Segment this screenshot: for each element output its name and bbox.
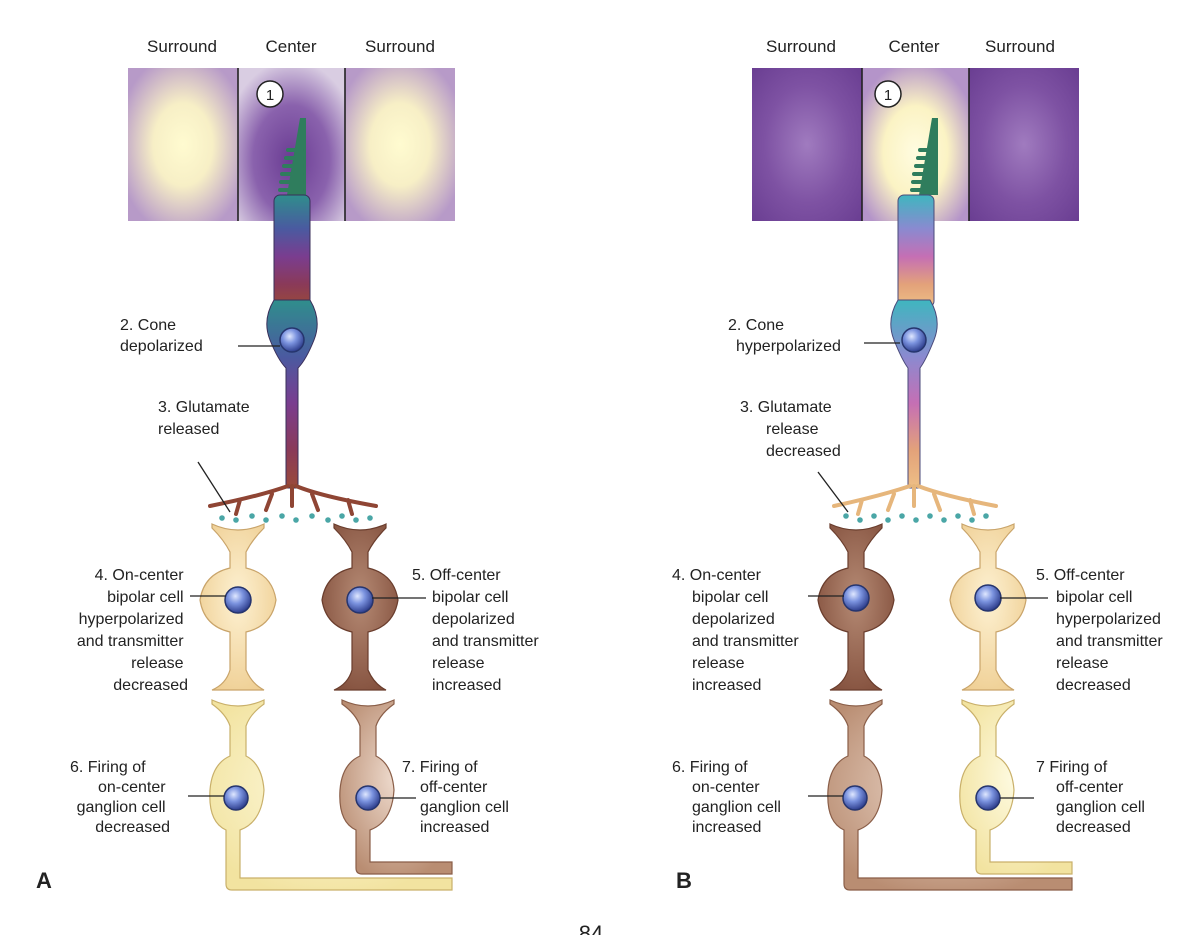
- off-ganglion-label: 7 Firing of off-center ganglion cell dec…: [1036, 759, 1149, 836]
- on-bipolar-label: 4. On-center bipolar cell hyperpolarized…: [77, 567, 188, 694]
- header-surround-right: Surround: [365, 37, 435, 56]
- surround-left-region: [128, 68, 238, 221]
- on-center-bipolar-cell: [199, 523, 277, 691]
- cone-nucleus: [279, 327, 305, 353]
- header-center: Center: [265, 37, 316, 56]
- header-surround-left: Surround: [147, 37, 217, 56]
- glutamate-vesicles: [219, 513, 373, 523]
- cone-outer-segment: [910, 118, 938, 195]
- glutamate-vesicles: [843, 513, 989, 523]
- on-ganglion-label: 6. Firing of on-center ganglion cell dec…: [70, 759, 170, 836]
- cone-photoreceptor: [832, 194, 998, 516]
- off-bipolar-nucleus: [346, 586, 374, 614]
- svg-text:1: 1: [884, 87, 892, 104]
- on-center-ganglion-cell: [209, 699, 453, 891]
- glutamate-label: 3. Glutamate released: [158, 399, 254, 438]
- off-ganglion-label: 7. Firing of off-center ganglion cell in…: [402, 759, 513, 836]
- off-center-ganglion-cell: [339, 699, 453, 875]
- cone-nucleus: [901, 327, 927, 353]
- panel-b: Surround Center Surround 1: [672, 37, 1167, 893]
- on-center-bipolar-cell: [817, 523, 895, 691]
- page-number: 84: [579, 921, 603, 935]
- svg-text:1: 1: [266, 87, 274, 104]
- on-bipolar-nucleus: [224, 586, 252, 614]
- panel-letter-b: B: [676, 868, 692, 893]
- off-center-ganglion-cell: [959, 699, 1073, 875]
- panel-letter-a: A: [36, 868, 52, 893]
- step-1-marker: 1: [874, 80, 902, 108]
- cone-photoreceptor: [208, 194, 378, 516]
- surround-left-region: [752, 68, 862, 221]
- on-ganglion-nucleus: [223, 785, 249, 811]
- glutamate-label-leader: [197, 461, 231, 513]
- header-center: Center: [888, 37, 939, 56]
- cone-label: 2. Cone depolarized: [120, 317, 203, 355]
- cone-outer-segment: [278, 118, 306, 195]
- on-center-ganglion-cell: [827, 699, 1073, 891]
- stimulus-field: [128, 68, 455, 221]
- off-center-bipolar-cell: [321, 523, 399, 691]
- header-surround-left: Surround: [766, 37, 836, 56]
- off-ganglion-nucleus: [975, 785, 1001, 811]
- off-bipolar-nucleus: [974, 584, 1002, 612]
- glutamate-label: 3. Glutamate release decreased: [740, 399, 841, 460]
- surround-right-region: [969, 68, 1079, 221]
- panel-a: Surround Center Surround 1: [36, 37, 543, 893]
- on-ganglion-label: 6. Firing of on-center ganglion cell inc…: [672, 759, 785, 836]
- off-ganglion-nucleus: [355, 785, 381, 811]
- off-center-bipolar-cell: [949, 523, 1027, 691]
- off-bipolar-label: 5. Off-center bipolar cell hyperpolarize…: [1036, 567, 1167, 694]
- header-surround-right: Surround: [985, 37, 1055, 56]
- surround-right-region: [345, 68, 455, 221]
- on-bipolar-label: 4. On-center bipolar cell depolarized an…: [672, 567, 803, 694]
- on-bipolar-nucleus: [842, 584, 870, 612]
- step-1-marker: 1: [256, 80, 284, 108]
- on-ganglion-nucleus: [842, 785, 868, 811]
- cone-label: 2. Cone hyperpolarized: [728, 317, 841, 355]
- off-bipolar-label: 5. Off-center bipolar cell depolarized a…: [412, 567, 543, 694]
- glutamate-label-leader: [817, 471, 849, 513]
